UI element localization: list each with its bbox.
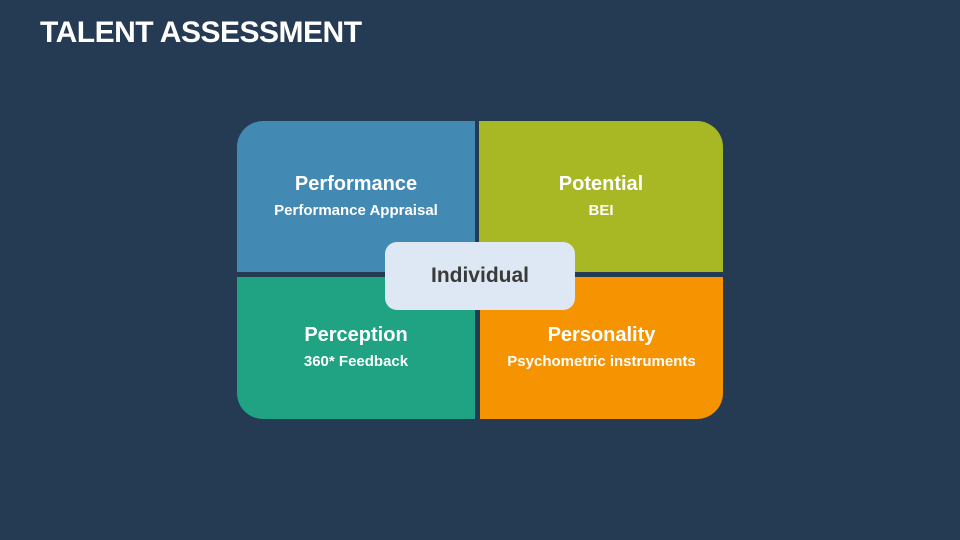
quadrant-subtitle: Psychometric instruments [507, 353, 696, 370]
quadrant-heading: Perception [304, 324, 408, 346]
quadrant-subtitle: 360* Feedback [303, 353, 409, 370]
quadrant-personality: Personality Psychometric instruments [480, 277, 723, 419]
quadrant-subtitle: Performance Appraisal [274, 202, 438, 219]
quadrant-heading: Performance [294, 173, 418, 195]
slide-title: TALENT ASSESSMENT [40, 16, 362, 49]
quadrant-potential: Potential BEI [479, 121, 723, 272]
quadrant-heading: Potential [558, 173, 644, 195]
quadrant-subtitle: BEI [588, 202, 614, 219]
quadrant-heading: Personality [547, 324, 656, 346]
quadrant-performance: Performance Performance Appraisal [237, 121, 475, 272]
center-individual-box: Individual [385, 242, 575, 310]
